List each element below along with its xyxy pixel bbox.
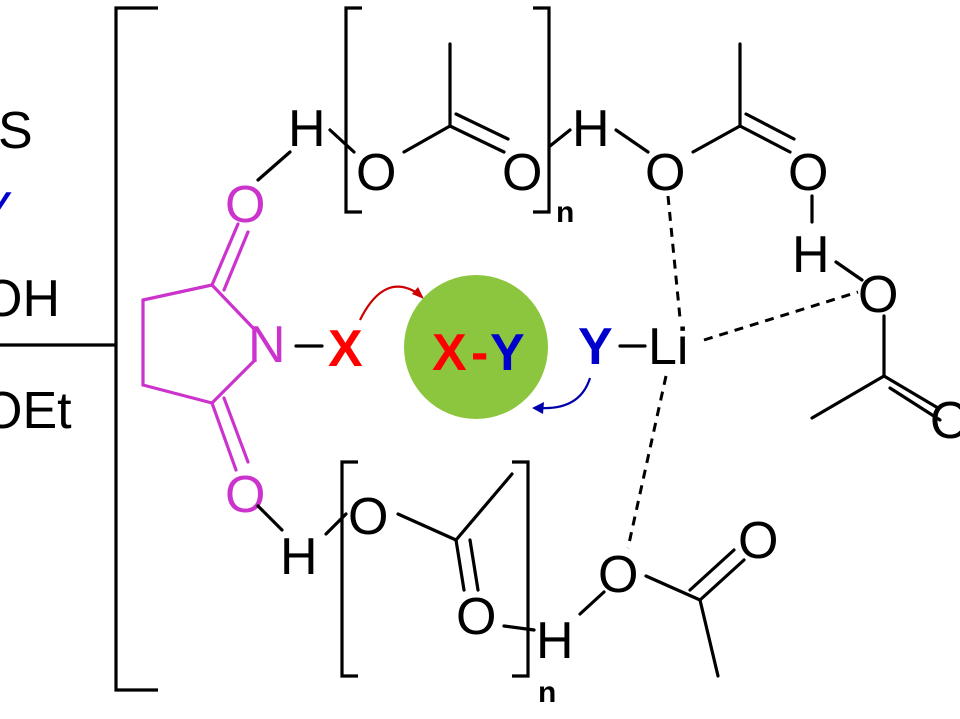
arrow-red-head [412, 287, 424, 299]
circle-y: Y [490, 324, 525, 382]
atom-h-bottom1: H [280, 528, 318, 586]
atom-o-acetate2: O [598, 546, 638, 604]
circle-dash: - [471, 324, 488, 382]
outer-bracket-left [114, 6, 158, 692]
arrow-red-curve [359, 285, 421, 321]
atom-o-bottom-chain1: O [348, 488, 388, 546]
atom-o-bottom-chain2: O [456, 588, 496, 646]
atom-o-acetate1: O [645, 144, 685, 202]
left-label-oh: OH [0, 270, 60, 328]
atom-o-top-chain1: O [356, 144, 396, 202]
circle-x: X [432, 324, 467, 382]
atom-n: N [248, 316, 286, 374]
left-label-y: Y [0, 182, 13, 240]
atom-li: Li [648, 318, 688, 376]
arrow-blue-head [532, 402, 544, 414]
left-label-oet: OEt [0, 382, 72, 440]
atom-o-right-cut: O [930, 392, 960, 450]
atom-h-right: H [792, 226, 830, 284]
xy-circle [404, 275, 548, 419]
atom-o-top-chain2: O [502, 144, 542, 202]
atom-o-top: O [225, 176, 265, 234]
coord-li-right [703, 290, 859, 342]
arrow-blue-curve [539, 377, 592, 410]
atom-h-top1: H [288, 100, 326, 158]
subscript-n-bottom: n [538, 676, 556, 709]
bond-h-o-top [328, 128, 356, 154]
succinimide: O O N [141, 176, 286, 524]
coord-li-top [666, 195, 682, 319]
bracket-top-right [533, 6, 551, 214]
bracket-bottom-left [340, 460, 358, 678]
subscript-n-top: n [556, 196, 574, 229]
atom-h-top2: H [572, 100, 610, 158]
atom-o-acetate2b: O [738, 512, 778, 570]
atom-x: X [328, 320, 363, 378]
left-label-s: S [0, 102, 33, 160]
atom-o-bottom: O [225, 466, 265, 524]
atom-y: Y [578, 318, 613, 376]
atom-h-bottom2: H [536, 612, 574, 670]
atom-o-acetate1b: O [788, 144, 828, 202]
coord-li-bottom [626, 375, 668, 549]
atom-o-right: O [858, 266, 898, 324]
bracket-top-left [344, 6, 362, 214]
hbond-top-o-h [256, 150, 292, 182]
bracket-bottom-right [512, 460, 530, 678]
